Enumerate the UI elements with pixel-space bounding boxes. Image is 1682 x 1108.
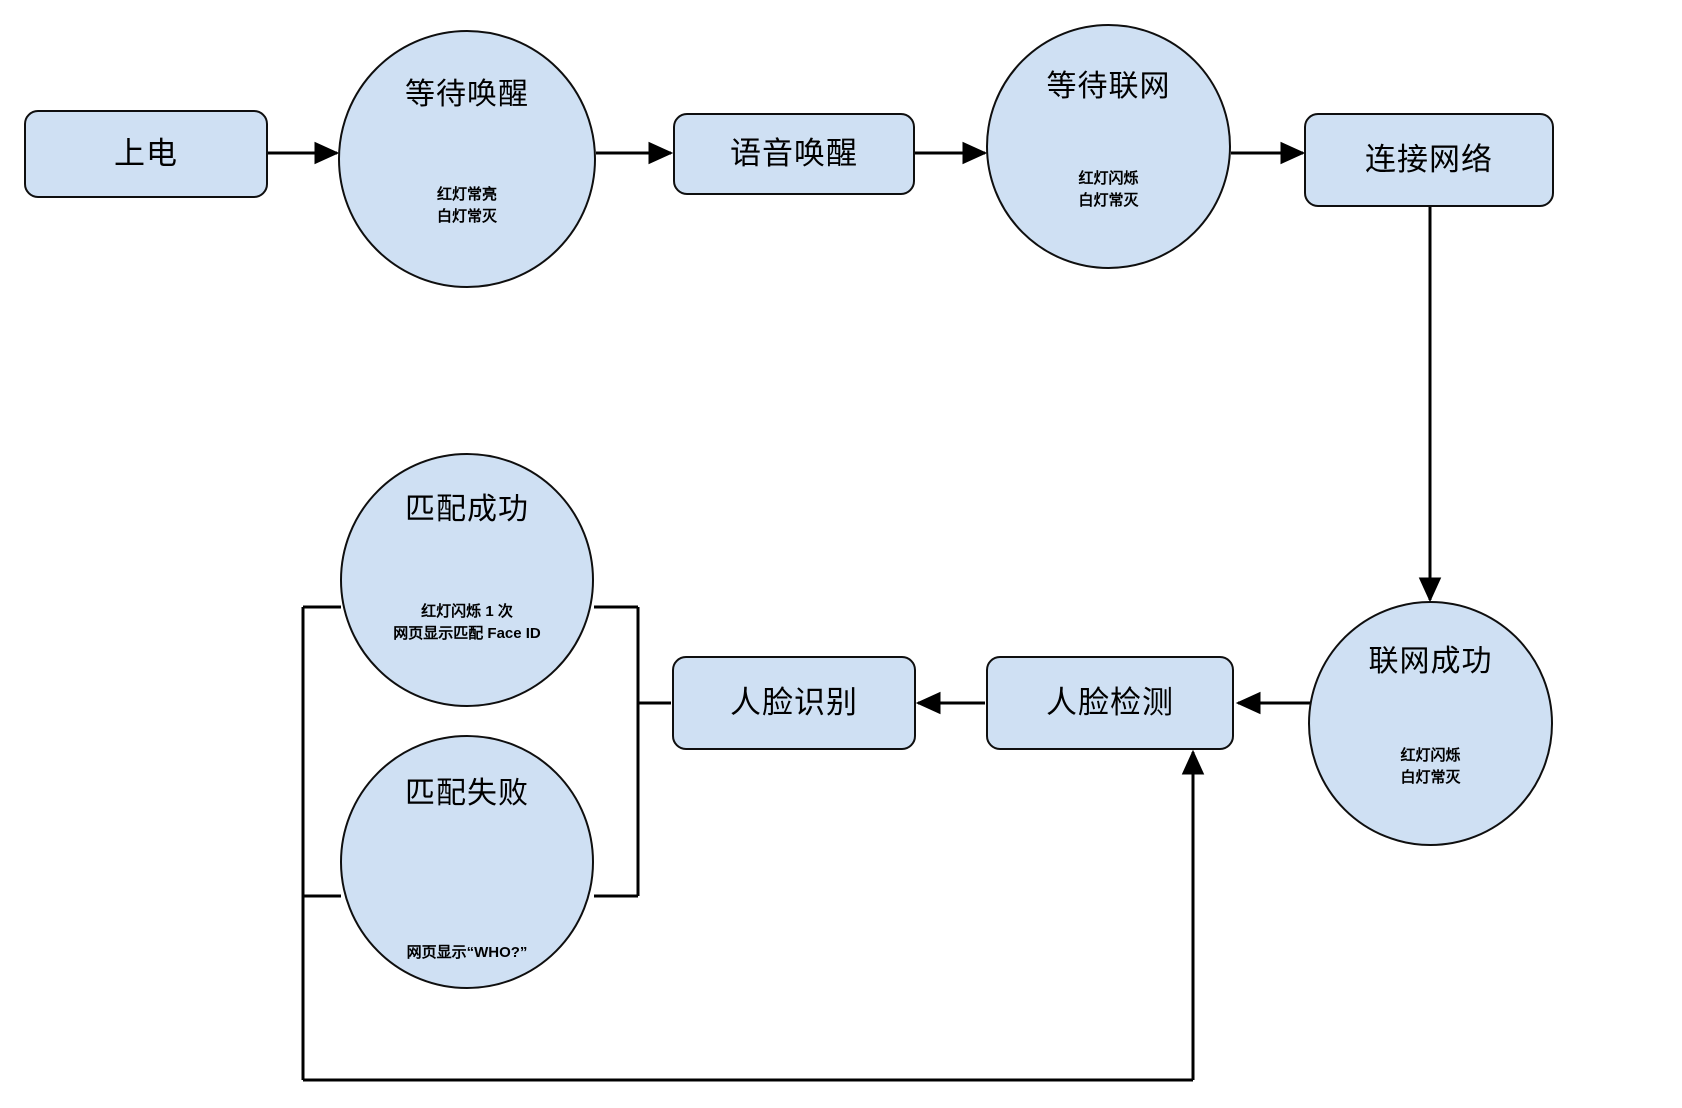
node-match-fail-subtext: 网页显示“WHO?” xyxy=(406,944,528,961)
node-wait-network[interactable]: 等待联网 红灯闪烁 白灯常灭 xyxy=(986,24,1231,269)
node-voice-wakeup-title: 语音唤醒 xyxy=(730,135,858,171)
node-match-fail-title: 匹配失败 xyxy=(405,777,529,810)
node-match-success-subtext: 红灯闪烁 1 次 网页显示匹配 Face ID xyxy=(393,603,541,642)
node-face-recognize-title: 人脸识别 xyxy=(730,684,858,720)
node-wait-network-title: 等待联网 xyxy=(1046,70,1171,103)
node-face-detect-title: 人脸检测 xyxy=(1046,684,1174,720)
node-power-on[interactable]: 上电 xyxy=(24,110,268,198)
node-voice-wakeup[interactable]: 语音唤醒 xyxy=(673,113,915,195)
node-network-success-title: 联网成功 xyxy=(1368,645,1493,678)
node-network-success[interactable]: 联网成功 红灯闪烁 白灯常灭 xyxy=(1308,601,1553,846)
node-face-detect[interactable]: 人脸检测 xyxy=(986,656,1234,750)
node-wait-wakeup[interactable]: 等待唤醒 红灯常亮 白灯常灭 xyxy=(338,30,596,288)
node-match-success-title: 匹配成功 xyxy=(405,493,529,526)
node-network-success-subtext: 红灯闪烁 白灯常灭 xyxy=(1400,747,1461,786)
node-match-fail[interactable]: 匹配失败 网页显示“WHO?” xyxy=(340,735,594,989)
node-wait-wakeup-title: 等待唤醒 xyxy=(405,78,529,111)
node-power-on-title: 上电 xyxy=(114,135,178,171)
node-wait-wakeup-subtext: 红灯常亮 白灯常灭 xyxy=(436,186,497,225)
node-wait-network-subtext: 红灯闪烁 白灯常灭 xyxy=(1078,170,1139,209)
node-connect-network[interactable]: 连接网络 xyxy=(1304,113,1554,207)
node-match-success[interactable]: 匹配成功 红灯闪烁 1 次 网页显示匹配 Face ID xyxy=(340,453,594,707)
node-connect-network-title: 连接网络 xyxy=(1365,141,1493,177)
node-face-recognize[interactable]: 人脸识别 xyxy=(672,656,916,750)
